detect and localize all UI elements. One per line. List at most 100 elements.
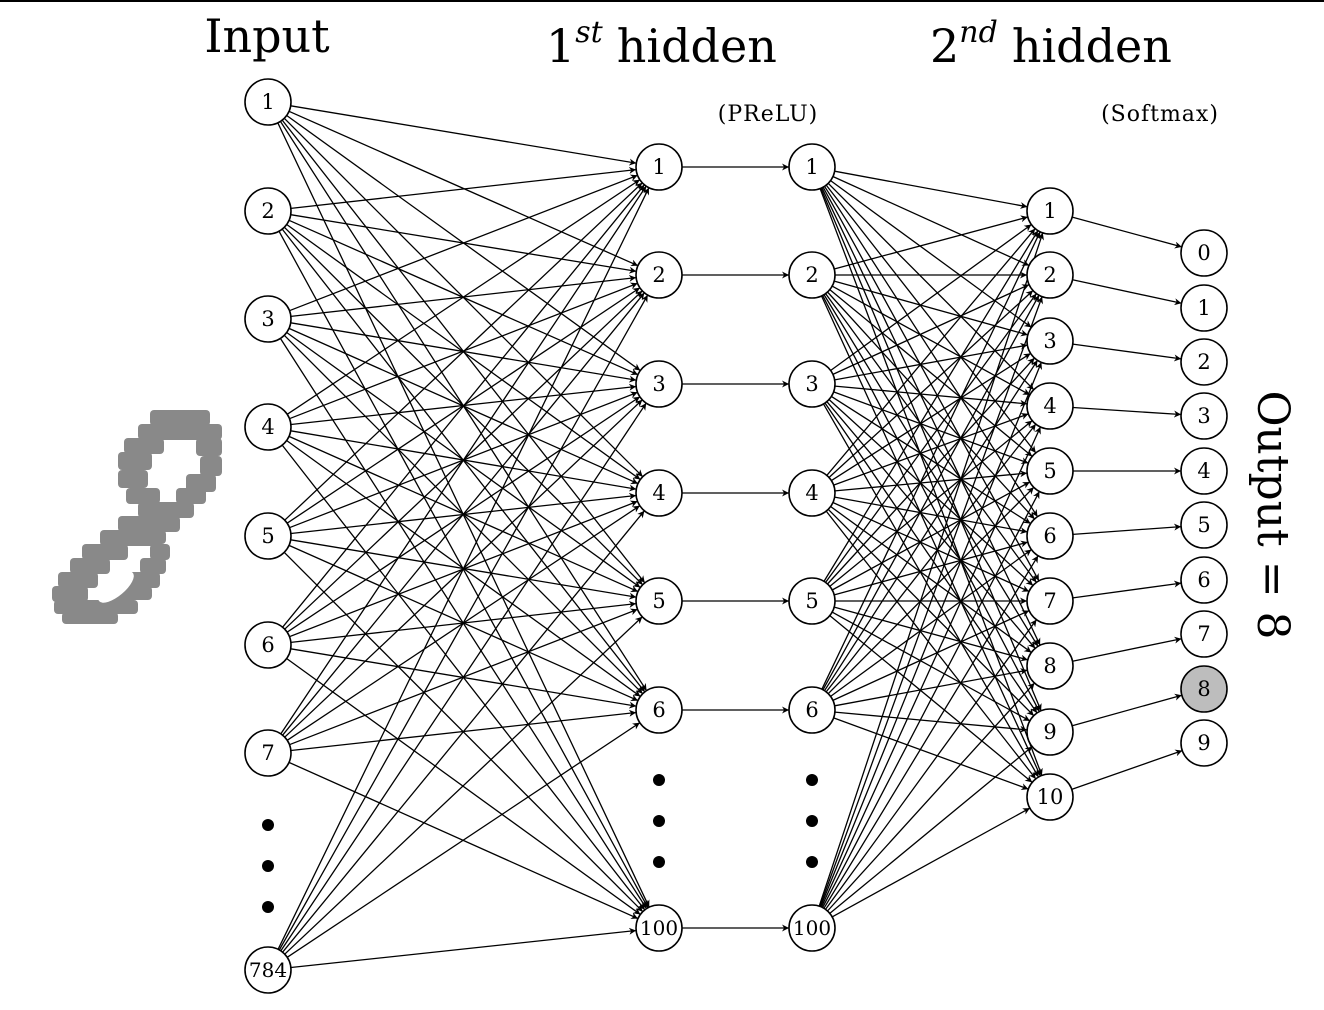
hidden1-pre-node-circle <box>635 143 683 191</box>
digit-stroke <box>118 516 180 532</box>
edge-hidden1-to-hidden2 <box>831 352 1031 482</box>
hidden2-node-label: 3 <box>1043 329 1056 353</box>
digit-stroke <box>118 452 152 470</box>
hidden1-post-node-circle <box>788 360 836 408</box>
edge-hidden2-to-output <box>1072 406 1182 418</box>
edge-input-to-hidden1 <box>286 657 641 916</box>
digit-loop-hole <box>98 571 134 603</box>
output-node: 0 <box>1180 229 1228 277</box>
edge-hidden1-to-hidden2 <box>829 420 1033 587</box>
input-node-label: 3 <box>261 307 274 331</box>
output-node-circle <box>1180 556 1228 604</box>
hidden1-post-node-label: 2 <box>805 263 818 287</box>
edge-hidden1-to-hidden2 <box>834 470 1028 492</box>
input-node: 6 <box>244 621 292 669</box>
edge-hidden1-to-hidden2 <box>822 491 1040 908</box>
edge-hidden1-to-hidden2 <box>834 170 1028 209</box>
hidden2-node-circle <box>1026 447 1074 495</box>
input-node-circle <box>244 78 292 126</box>
hidden2-node-label: 6 <box>1043 524 1056 548</box>
hidden1-pre-node-label: 2 <box>652 263 665 287</box>
hidden1-pre-node-circle <box>635 251 683 299</box>
output-node: 9 <box>1180 719 1228 767</box>
hidden2-node-circle <box>1026 577 1074 625</box>
hidden2-node: 6 <box>1026 512 1074 560</box>
hidden1-pre-node: 1 <box>635 143 683 191</box>
hidden1-pre-node-circle <box>635 360 683 408</box>
digit-stroke <box>176 488 206 504</box>
edge-input-to-hidden1 <box>282 510 645 953</box>
output-node: 8 <box>1180 665 1228 713</box>
hidden1-post-node: 6 <box>788 686 836 734</box>
hidden2-node-circle <box>1026 708 1074 756</box>
edge-hidden1-to-hidden2 <box>829 289 1033 457</box>
hidden2-node: 5 <box>1026 447 1074 495</box>
ellipsis-dot <box>653 774 665 786</box>
edge-hidden1-to-hidden2 <box>822 294 1040 691</box>
digit-stroke <box>186 474 216 492</box>
digit-stroke <box>200 456 222 476</box>
connections <box>277 105 1183 969</box>
edge-hidden1-to-hidden2 <box>833 717 1029 790</box>
hidden2-node: 8 <box>1026 642 1074 690</box>
hidden2-node: 3 <box>1026 317 1074 365</box>
ellipsis-dot <box>806 856 818 868</box>
hidden2-node: 7 <box>1026 577 1074 625</box>
edge-hidden2-to-output <box>1072 693 1182 727</box>
output-node: 4 <box>1180 447 1228 495</box>
edge-hidden1-to-hidden2 <box>825 423 1037 693</box>
edge-hidden2-to-output <box>1072 580 1182 599</box>
input-node-label: 1 <box>261 90 274 114</box>
digit-stroke <box>140 558 166 574</box>
edge-hidden2-to-output <box>1072 523 1182 536</box>
hidden1-post-node-circle <box>788 143 836 191</box>
hidden1-post-node-circle <box>788 577 836 625</box>
hidden2-node: 2 <box>1026 251 1074 299</box>
edge-hidden1-to-hidden2 <box>832 175 1030 267</box>
output-node-circle <box>1180 284 1228 332</box>
hidden2-node-label: 9 <box>1043 720 1056 744</box>
edge-hidden2-to-output <box>1072 279 1182 306</box>
edge-hidden1-to-hidden2 <box>834 280 1028 337</box>
hidden1-post-node-circle <box>788 469 836 517</box>
edge-hidden2-to-output <box>1072 343 1182 362</box>
edge-hidden2-to-output <box>1072 636 1182 662</box>
edge-hidden2-to-output <box>1072 216 1182 249</box>
digit-stroke <box>58 572 98 588</box>
output-node-label: 1 <box>1197 296 1210 320</box>
hidden1-pre-node: 100 <box>635 904 683 952</box>
edge-hidden1-to-hidden2 <box>834 711 1028 733</box>
edge-hidden1-to-hidden2 <box>824 619 1038 910</box>
input-node-circle <box>244 295 292 343</box>
hidden1-pre-node-label: 1 <box>652 155 665 179</box>
hidden2-node-label: 2 <box>1043 263 1056 287</box>
edge-hidden2-to-output <box>1071 749 1183 791</box>
edge-hidden1-to-hidden2 <box>831 481 1031 591</box>
output-node-circle <box>1180 501 1228 549</box>
hidden1-post-node-circle <box>788 686 836 734</box>
hidden2-node-label: 1 <box>1043 199 1056 223</box>
input-node: 3 <box>244 295 292 343</box>
input-node-label: 7 <box>261 741 274 765</box>
edge-input-to-hidden1 <box>289 174 638 312</box>
input-node-circle <box>244 512 292 560</box>
output-node-label: 6 <box>1197 568 1210 592</box>
output-node-circle <box>1180 392 1228 440</box>
input-node: 1 <box>244 78 292 126</box>
hidden2-title-sup: nd <box>959 15 998 50</box>
edge-hidden1-to-hidden2 <box>827 682 1035 912</box>
input-node: 4 <box>244 403 292 451</box>
hidden1-post-node: 4 <box>788 469 836 517</box>
hidden1-pre-node-label: 6 <box>652 698 665 722</box>
edge-hidden1-to-hidden2 <box>834 385 1028 407</box>
hidden2-node: 4 <box>1026 382 1074 430</box>
input-node-label: 6 <box>261 633 274 657</box>
hidden1-post-node: 5 <box>788 577 836 625</box>
hidden2-node: 1 <box>1026 187 1074 235</box>
input-node-label: 5 <box>261 524 274 548</box>
output-node-circle <box>1180 338 1228 386</box>
edge-hidden1-to-hidden2 <box>828 290 1034 478</box>
output-node: 7 <box>1180 610 1228 658</box>
edge-hidden1-to-hidden2 <box>834 215 1028 270</box>
